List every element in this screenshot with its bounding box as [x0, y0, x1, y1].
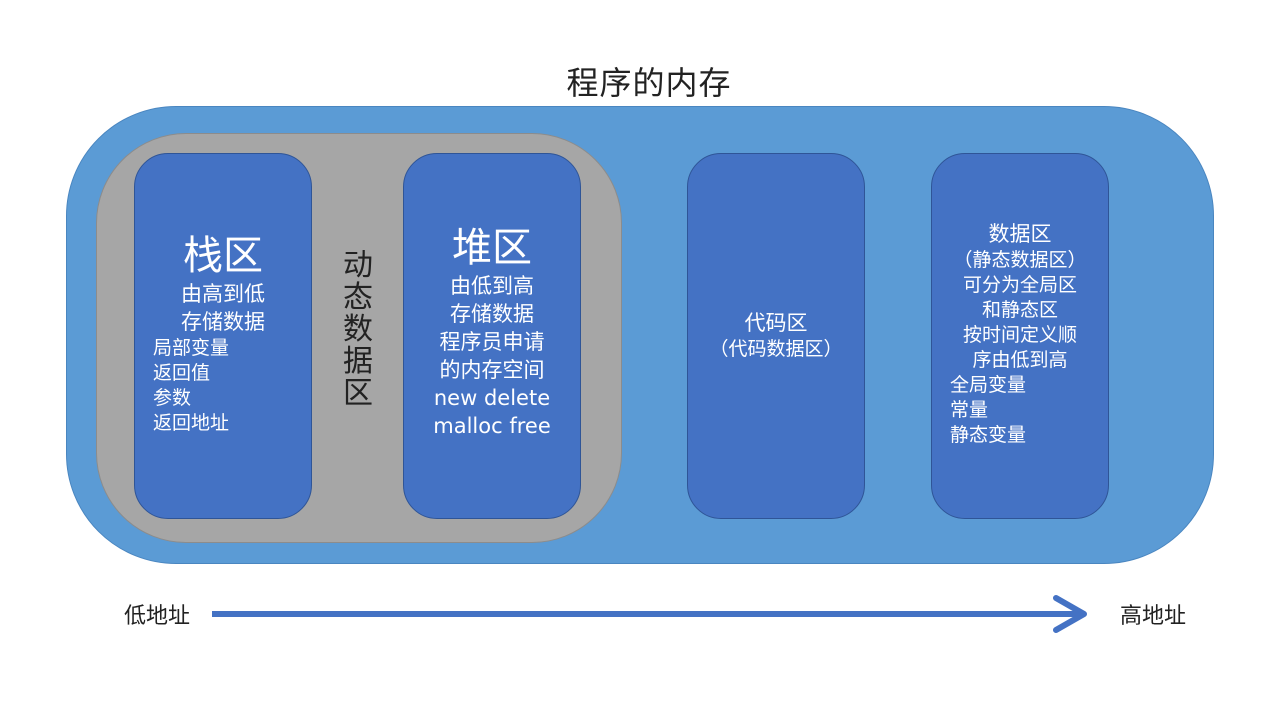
stack-title: 栈区: [183, 233, 263, 279]
stack-box: 栈区 由高到低 存储数据 局部变量 返回值 参数 返回地址: [134, 153, 312, 519]
heap-line: new delete: [433, 386, 551, 410]
stack-item: 返回值: [153, 362, 211, 384]
data-line: 序由低到高: [972, 349, 1068, 371]
heap-title: 堆区: [452, 225, 532, 271]
stack-item: 返回地址: [153, 412, 230, 434]
stack-line: 由高到低: [181, 282, 265, 306]
high-address-label: 高地址: [1120, 604, 1187, 629]
data-box: 数据区 （静态数据区） 可分为全局区 和静态区 按时间定义顺 序由低到高 全局变…: [931, 153, 1109, 519]
heap-line: malloc free: [433, 414, 551, 438]
heap-line: 存储数据: [450, 302, 534, 326]
data-item: 常量: [950, 399, 989, 421]
data-line: 按时间定义顺: [962, 324, 1077, 346]
heap-box: 堆区 由低到高 存储数据 程序员申请 的内存空间 new delete mall…: [403, 153, 581, 519]
address-arrow: [212, 595, 1087, 633]
stack-item: 参数: [153, 387, 192, 409]
heap-line: 程序员申请: [439, 330, 545, 354]
stack-line: 存储数据: [181, 310, 265, 334]
code-subtitle: （代码数据区）: [709, 338, 843, 360]
data-item: 全局变量: [950, 374, 1027, 396]
data-line: （静态数据区）: [953, 249, 1087, 271]
dynamic-data-label: 动态数据区: [343, 248, 373, 411]
data-title: 数据区: [988, 222, 1052, 246]
low-address-label: 低地址: [124, 604, 191, 629]
diagram-title: 程序的内存: [566, 64, 732, 102]
heap-line: 由低到高: [450, 274, 534, 298]
data-line: 可分为全局区: [962, 274, 1077, 296]
code-title: 代码区: [744, 311, 808, 335]
stack-item: 局部变量: [153, 337, 230, 359]
data-line: 和静态区: [981, 299, 1058, 321]
heap-line: 的内存空间: [439, 358, 545, 382]
code-box: 代码区 （代码数据区）: [687, 153, 865, 519]
data-item: 静态变量: [950, 424, 1027, 446]
